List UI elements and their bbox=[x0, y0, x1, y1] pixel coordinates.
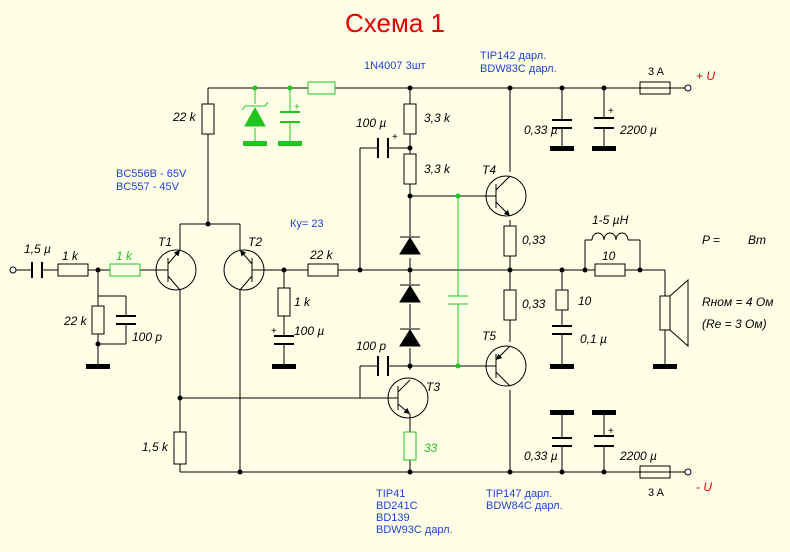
t3-type-2: BD241C bbox=[376, 500, 418, 512]
t3-type-3: BD139 bbox=[376, 512, 410, 524]
polarity-marks: + + + + + bbox=[271, 102, 614, 437]
t4-type-1: TIP142 дарл. bbox=[480, 50, 547, 62]
terminals bbox=[9, 84, 692, 476]
speaker-impedance: Rном = 4 Ом bbox=[702, 295, 774, 309]
power-label: P = bbox=[702, 233, 720, 247]
svg-text:+: + bbox=[608, 426, 614, 437]
c-top-big-label: 2200 µ bbox=[620, 123, 657, 137]
fuse-top-label: 3 A bbox=[648, 66, 664, 78]
c-bot-big-label: 2200 µ bbox=[620, 449, 657, 463]
t3-type-4: BDW93C дарл. bbox=[376, 524, 453, 536]
fuse-bottom-label: 3 A bbox=[648, 487, 664, 499]
t5-label: T5 bbox=[482, 329, 497, 343]
t5-type-2: BDW84C дарл. bbox=[486, 500, 563, 512]
supply-minus-label: - U bbox=[696, 480, 712, 494]
resistors bbox=[57, 103, 626, 465]
c-boot-label: 100 µ bbox=[356, 116, 387, 130]
c-bot-small-label: 0,33 µ bbox=[524, 449, 558, 463]
c-fb-label: 100 µ bbox=[294, 324, 325, 338]
t1-label: T1 bbox=[158, 235, 173, 249]
junctions bbox=[95, 85, 643, 475]
gain-label: Ку= 23 bbox=[290, 218, 324, 230]
green-ground-bars bbox=[243, 141, 302, 146]
svg-text:+: + bbox=[608, 106, 614, 117]
r-t3-label: 33 bbox=[424, 441, 438, 455]
t3-type-1: TIP41 bbox=[376, 488, 406, 500]
r-zobel-label: 10 bbox=[578, 294, 592, 308]
green-resistors bbox=[109, 81, 417, 461]
ground-bars bbox=[86, 146, 677, 415]
r-in-label: 1 k bbox=[62, 249, 79, 263]
t4-type-2: BDW83C дарл. bbox=[480, 63, 557, 75]
zener-diode bbox=[241, 101, 269, 127]
green-capacitor bbox=[280, 111, 300, 123]
r-emitter-t4-label: 0,33 bbox=[522, 233, 546, 247]
supply-plus-label: + U bbox=[696, 69, 716, 83]
transistor-t5 bbox=[485, 345, 527, 387]
wires bbox=[16, 87, 685, 473]
svg-text:+: + bbox=[271, 326, 277, 337]
c-in-label: 1,5 µ bbox=[24, 242, 51, 256]
power-unit: Вт bbox=[748, 233, 766, 247]
r-top-label: 22 k bbox=[173, 110, 196, 124]
speaker-resistance: (Re = 3 Ом) bbox=[702, 317, 767, 331]
r-fb-gnd-label: 1 k bbox=[294, 295, 311, 309]
input-pair-type-2: BC557 - 45V bbox=[116, 181, 179, 193]
bias-diodes bbox=[399, 236, 421, 347]
r-emitter-t5-label: 0,33 bbox=[522, 297, 546, 311]
t4-label: T4 bbox=[482, 163, 497, 177]
r-33b-label: 3,3 k bbox=[424, 162, 451, 176]
speaker bbox=[659, 278, 689, 348]
transistor-t3 bbox=[387, 377, 429, 419]
output-inductor bbox=[591, 232, 629, 241]
t3-label: T3 bbox=[426, 380, 441, 394]
r-green-label: 1 k bbox=[116, 249, 133, 263]
c-top-small-label: 0,33 µ bbox=[524, 123, 558, 137]
capacitors bbox=[31, 117, 614, 447]
transistor-t4 bbox=[485, 175, 527, 217]
diagram-title: Схема 1 bbox=[345, 8, 445, 38]
diodes-note: 1N4007 3шт bbox=[364, 60, 426, 72]
r-33a-label: 3,3 k bbox=[424, 111, 451, 125]
c-miller-label: 100 p bbox=[356, 339, 387, 353]
r-bias-label: 22 k bbox=[64, 314, 87, 328]
r-fb-label: 22 k bbox=[310, 248, 333, 262]
c-zobel-label: 0,1 µ bbox=[580, 332, 607, 346]
t5-type-1: TIP147 дарл. bbox=[486, 488, 553, 500]
inductor-label: 1-5 µH bbox=[592, 213, 629, 227]
r-parallel-label: 10 bbox=[602, 249, 616, 263]
fuses bbox=[639, 81, 671, 479]
r-tail-label: 1,5 k bbox=[142, 440, 169, 454]
svg-text:+: + bbox=[294, 102, 300, 113]
svg-text:+: + bbox=[392, 132, 398, 143]
green-junctions bbox=[252, 85, 461, 369]
c-filter-label: 100 p bbox=[132, 330, 163, 344]
input-pair-type-1: BC556B - 65V bbox=[116, 168, 187, 180]
t2-label: T2 bbox=[248, 235, 263, 249]
transistors bbox=[155, 175, 527, 419]
